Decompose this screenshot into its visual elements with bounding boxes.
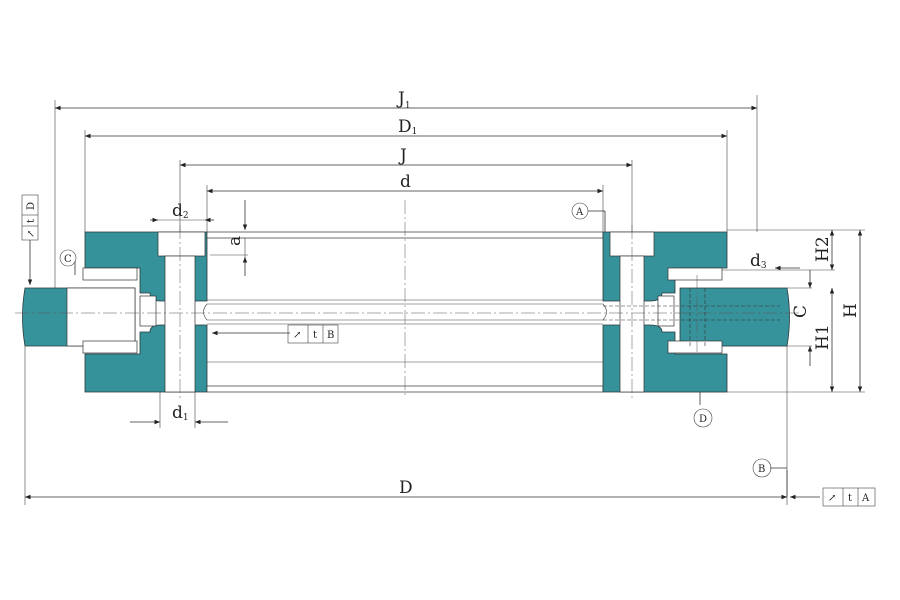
svg-text:D: D [26,202,37,210]
label-d: d [400,172,411,192]
svg-text:↗: ↗ [828,493,836,504]
datum-c: C [59,249,77,267]
right-roller-bottom [667,340,723,354]
svg-text:A: A [575,207,584,218]
center-lines [15,200,800,400]
svg-text:B: B [327,330,334,341]
label-d-outer: D [399,478,413,498]
label-d1-bolt: d1 [172,403,189,423]
label-h1: H1 [813,324,833,350]
tolerance-frame-middle: ↗ t B [287,324,339,344]
label-c: C [791,305,811,318]
right-roller-top [667,267,723,281]
left-bolt-head [157,231,206,257]
datum-b: B [752,458,772,478]
label-h: H [841,303,861,318]
label-d1: D1 [398,117,417,137]
right-rolling-element [657,295,675,327]
left-rolling-element [139,295,157,327]
datum-markers: A C D B [59,202,772,478]
label-d2: d2 [172,201,189,221]
svg-text:t: t [26,219,37,223]
svg-text:B: B [758,464,765,475]
svg-text:D: D [699,414,707,425]
datum-d: D [693,408,713,428]
label-j1: J1 [396,89,411,111]
svg-text:A: A [861,493,870,504]
datum-a: A [571,202,589,220]
left-roller-top [82,267,138,281]
label-d3: d3 [750,251,767,271]
left-roller-bottom [82,340,138,354]
tolerance-frame-left: D t ↗ [21,194,39,241]
svg-text:C: C [64,254,72,265]
svg-text:t: t [848,493,852,504]
dimension-lines [25,105,863,500]
svg-text:↗: ↗ [26,230,37,238]
svg-text:↗: ↗ [293,330,301,341]
left-outer-ring-window [66,287,136,347]
tolerance-frame-right: ↗ t A [822,487,876,507]
right-outer-ring [679,287,790,347]
label-a: a [225,236,245,246]
label-h2: H2 [813,236,833,262]
dimension-labels: J1 D1 J d d2 a d3 H2 H C H1 d1 D [172,89,861,498]
bearing-body [22,231,790,393]
svg-text:t: t [313,330,317,341]
label-j: J [398,146,407,166]
